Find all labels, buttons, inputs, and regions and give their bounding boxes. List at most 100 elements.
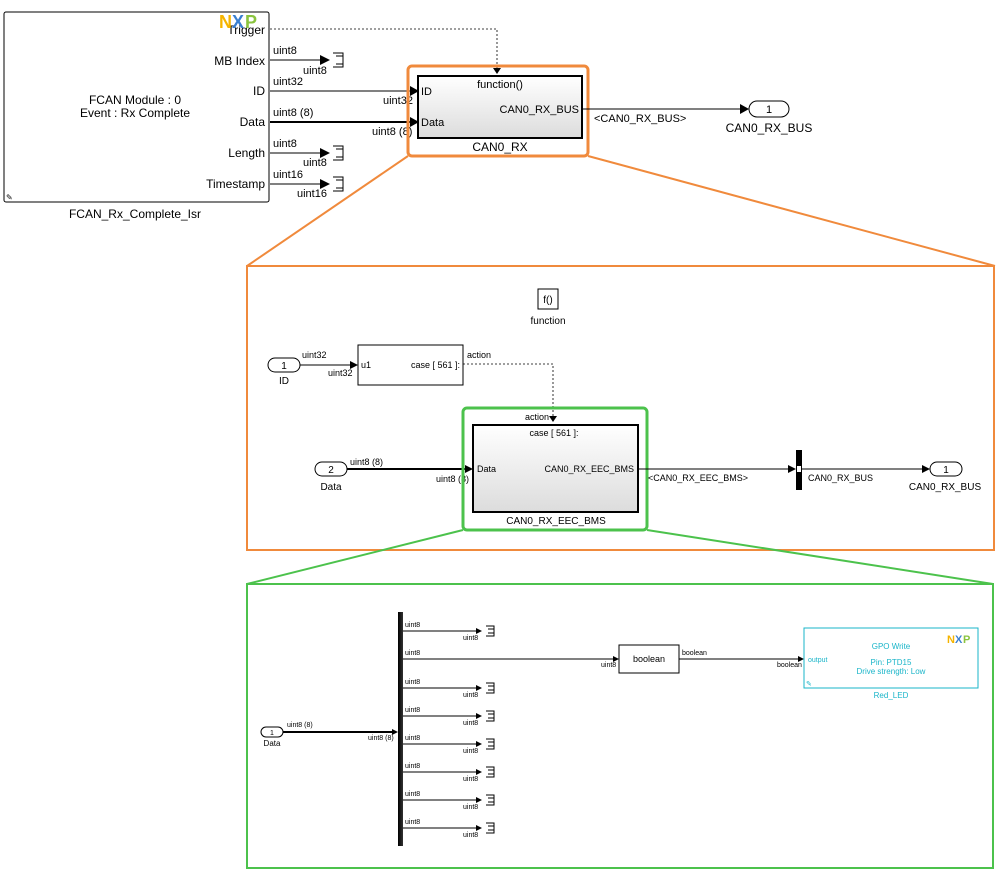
inport-data[interactable]: 2 — [314, 461, 348, 477]
svg-text:X: X — [955, 634, 963, 646]
pencil-icon: ✎ — [806, 681, 812, 688]
signal-type: uint8 (8) — [350, 457, 383, 467]
port-number: 1 — [270, 730, 274, 737]
terminator — [486, 682, 495, 694]
gpo-port: output — [808, 657, 828, 664]
signal-type: uint8 — [463, 804, 478, 811]
svg-text:N: N — [219, 12, 232, 32]
signal-type: uint8 (8) — [368, 735, 394, 742]
svg-text:X: X — [232, 12, 244, 32]
switch-input: u1 — [361, 360, 371, 370]
terminator — [486, 625, 495, 637]
isr-block-name: FCAN_Rx_Complete_Isr — [69, 207, 201, 221]
inport-id[interactable]: 1 — [267, 357, 301, 373]
signal-type: uint8 — [405, 622, 420, 629]
function-block-name: function — [530, 316, 565, 327]
signal-type: uint8 — [405, 650, 420, 657]
function-icon: f() — [543, 295, 552, 306]
isr-block[interactable]: FCAN Module : 0 Event : Rx Complete Trig… — [3, 11, 270, 203]
in-port-data: Data — [477, 464, 496, 474]
signal-type: uint8 — [405, 735, 420, 742]
signal-type: uint16 — [273, 169, 303, 181]
isr-line1: FCAN Module : 0 — [89, 93, 181, 107]
inport-name: Data — [320, 482, 342, 493]
function-trigger-block[interactable]: f() — [537, 288, 559, 310]
svg-text:P: P — [963, 634, 970, 646]
can0-rx-eec-bms-subsystem[interactable]: case [ 561 ]: Data CAN0_RX_EEC_BMS — [472, 424, 639, 513]
out-port: CAN0_RX_EEC_BMS — [544, 464, 634, 474]
terminator-timestamp — [333, 176, 344, 192]
port-number: 1 — [766, 104, 772, 116]
terminator-mbindex — [333, 52, 344, 68]
convert-label: boolean — [633, 654, 665, 664]
level2-frame — [246, 265, 995, 551]
gpo-pin: Pin: PTD15 — [871, 658, 912, 667]
outport-name: CAN0_RX_BUS — [726, 121, 813, 135]
gpo-block-name: Red_LED — [874, 691, 909, 700]
isr-port-data: Data — [240, 115, 266, 129]
outport-can0-rx-bus-2[interactable]: 1 — [929, 461, 963, 477]
gpo-write-block[interactable]: GPO Write Pin: PTD15 Drive strength: Low… — [803, 627, 979, 689]
terminator — [486, 822, 495, 834]
bus-creator[interactable] — [796, 450, 802, 490]
subsystem-name: CAN0_RX — [472, 140, 527, 154]
signal-type: uint8 — [405, 707, 420, 714]
function-port-label: function() — [477, 79, 523, 91]
orange-highlight — [406, 64, 590, 158]
demux-outputs: uint8 uint8 uint8 uint8 uint8 uint8 uint8 uint8… — [403, 622, 619, 839]
terminator-length — [333, 145, 344, 161]
signal-type: uint8 (8) — [287, 722, 313, 729]
signal-type: boolean — [682, 650, 707, 657]
signal-type: uint8 — [273, 138, 297, 150]
switch-output: action — [467, 350, 491, 360]
signal-type: uint32 — [328, 368, 353, 378]
outport-can0-rx-bus[interactable]: 1 — [748, 100, 790, 118]
signal-type: uint32 — [383, 95, 413, 107]
boolean-convert-block[interactable]: boolean — [618, 644, 680, 674]
signal-type: uint8 (8) — [372, 126, 412, 138]
signal-type: uint8 — [463, 692, 478, 699]
can0-rx-subsystem[interactable]: function() ID Data CAN0_RX_BUS — [417, 75, 583, 139]
isr-line2: Event : Rx Complete — [80, 106, 190, 120]
terminator — [486, 738, 495, 750]
signal-type: uint16 — [297, 188, 327, 200]
inport-data-l3[interactable]: 1 — [260, 726, 284, 738]
signal-type: uint8 — [463, 720, 478, 727]
isr-port-id: ID — [253, 84, 265, 98]
signal-label: <CAN0_RX_BUS> — [594, 113, 686, 125]
inport-name: Data — [264, 739, 281, 748]
signal-label: CAN0_RX_BUS — [808, 473, 873, 483]
isr-port-timestamp: Timestamp — [206, 177, 265, 191]
signal-type: boolean — [777, 662, 802, 669]
signal-label: <CAN0_RX_EEC_BMS> — [648, 473, 748, 483]
signal-type: uint8 — [405, 791, 420, 798]
demux-block[interactable] — [398, 612, 403, 846]
port-number: 2 — [328, 465, 334, 476]
signal-type: uint8 — [405, 819, 420, 826]
nxp-logo-icon: N X P — [219, 12, 257, 32]
switch-case-block[interactable]: u1 case [ 561 ]: — [357, 344, 464, 386]
signal-type: uint8 — [405, 679, 420, 686]
signal-type: uint8 — [601, 662, 616, 669]
isr-port-mbindex: MB Index — [214, 54, 265, 68]
isr-port-length: Length — [228, 146, 265, 160]
signal-type: uint8 — [405, 763, 420, 770]
inport-name: ID — [279, 376, 289, 387]
terminator — [486, 710, 495, 722]
gpo-drive: Drive strength: Low — [857, 667, 926, 676]
signal-type: uint32 — [302, 350, 327, 360]
nxp-logo-icon: N X P — [947, 634, 970, 646]
in-port-data: Data — [421, 117, 445, 129]
terminator — [486, 766, 495, 778]
pencil-icon: ✎ — [6, 193, 13, 202]
signal-type: uint8 — [463, 832, 478, 839]
switch-case-label: case [ 561 ]: — [411, 360, 460, 370]
outport-name: CAN0_RX_BUS — [909, 482, 982, 493]
signal-type: uint8 — [463, 748, 478, 755]
action-label: action — [525, 412, 549, 422]
signal-type: uint8 (8) — [436, 474, 469, 484]
signal-type: uint8 — [303, 157, 327, 169]
out-port: CAN0_RX_BUS — [500, 104, 579, 116]
